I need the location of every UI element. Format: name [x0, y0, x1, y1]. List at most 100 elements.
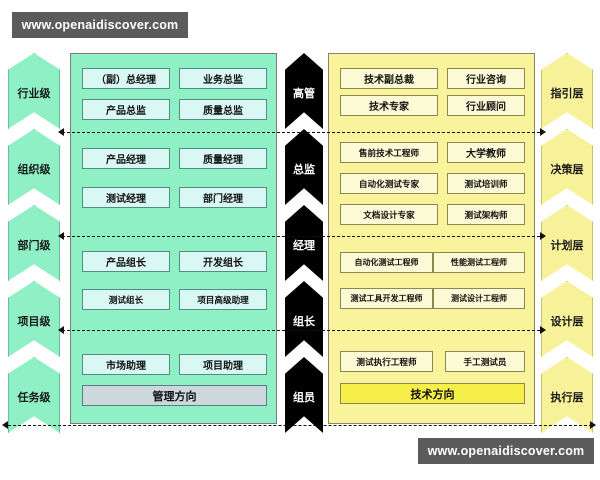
rank-level-ladder: 高管 总监 经理 组长 组员: [285, 53, 323, 433]
role-label: 测试设计工程师: [451, 294, 507, 303]
role-box[interactable]: 行业顾问: [447, 95, 525, 116]
role-label: 自动化测试工程师: [354, 258, 419, 267]
role-box[interactable]: 自动化测试工程师: [340, 252, 433, 273]
scope-level-3[interactable]: 项目级: [8, 281, 60, 357]
role-box[interactable]: 测试培训师: [447, 173, 525, 194]
rank-level-4[interactable]: 组员: [285, 357, 323, 433]
function-layer-1-label: 决策层: [550, 164, 584, 176]
role-box[interactable]: 测试设计工程师: [433, 288, 525, 309]
function-layer-2[interactable]: 计划层: [541, 205, 593, 281]
level-divider-3-arrow-right: [540, 326, 546, 334]
role-label: 行业顾问: [466, 102, 506, 113]
role-label: 自动化测试专家: [358, 178, 420, 189]
role-label: 测试架构师: [464, 209, 508, 220]
technical-direction-label: 技术方向: [410, 388, 455, 401]
role-label: 质量经理: [203, 155, 243, 166]
scope-level-2-label: 部门级: [17, 240, 51, 252]
role-box[interactable]: 质量经理: [179, 148, 267, 169]
role-box[interactable]: 市场助理: [82, 354, 170, 375]
scope-level-3-label: 项目级: [17, 316, 51, 328]
level-divider-1-arrow-left: [58, 128, 64, 136]
role-label: 技术副总裁: [364, 75, 414, 86]
rank-level-3-label: 组长: [293, 316, 315, 328]
bottom-axis-arrow-left: [2, 421, 8, 429]
role-box[interactable]: 项目高级助理: [179, 289, 267, 310]
rank-level-2[interactable]: 经理: [285, 205, 323, 281]
role-box[interactable]: 行业咨询: [447, 68, 525, 89]
scope-level-1-label: 组织级: [17, 164, 51, 176]
role-box[interactable]: 文档设计专家: [340, 204, 438, 225]
role-box[interactable]: 售前技术工程师: [340, 142, 438, 163]
role-box[interactable]: （副）总经理: [82, 68, 170, 89]
scope-level-0-label: 行业级: [17, 88, 51, 100]
rank-level-1[interactable]: 总监: [285, 129, 323, 205]
function-layer-4-label: 执行层: [550, 392, 584, 404]
level-divider-2-arrow-right: [540, 232, 546, 240]
role-label: 性能测试工程师: [451, 258, 507, 267]
function-layer-1[interactable]: 决策层: [541, 129, 593, 205]
role-box[interactable]: 手工测试员: [445, 351, 525, 372]
bottom-span-axis: [8, 425, 592, 426]
role-label: 技术专家: [369, 102, 409, 113]
watermark-top: www.openaidiscover.com: [12, 12, 188, 38]
role-label: 售前技术工程师: [358, 147, 420, 158]
technical-track-panel: 技术副总裁 行业咨询 技术专家 行业顾问 售前技术工程师 大学教师 自动化测试专…: [328, 53, 535, 424]
role-box[interactable]: 产品经理: [82, 148, 170, 169]
role-box[interactable]: 业务总监: [179, 68, 267, 89]
rank-level-0-label: 高管: [293, 88, 315, 100]
role-box[interactable]: 技术专家: [340, 95, 438, 116]
role-box[interactable]: 部门经理: [179, 187, 267, 208]
role-box[interactable]: 自动化测试专家: [340, 173, 438, 194]
role-box[interactable]: 大学教师: [447, 142, 525, 163]
role-label: 质量总监: [203, 106, 243, 117]
role-label: 测试培训师: [464, 178, 508, 189]
function-layer-0-label: 指引层: [550, 88, 584, 100]
role-box[interactable]: 测试架构师: [447, 204, 525, 225]
role-label: 大学教师: [466, 149, 506, 160]
management-direction-label: 管理方向: [152, 390, 197, 403]
scope-level-0[interactable]: 行业级: [8, 53, 60, 129]
role-label: 项目助理: [203, 361, 243, 372]
role-box[interactable]: 产品组长: [82, 251, 170, 272]
role-label: 业务总监: [203, 75, 243, 86]
function-layer-3[interactable]: 设计层: [541, 281, 593, 357]
level-divider-1-arrow-right: [540, 128, 546, 136]
function-layer-3-label: 设计层: [550, 316, 584, 328]
role-label: 产品组长: [106, 258, 146, 269]
role-label: 测试工具开发工程师: [350, 294, 423, 303]
rank-level-0[interactable]: 高管: [285, 53, 323, 129]
function-layer-4[interactable]: 执行层: [541, 357, 593, 433]
technical-direction-bar: 技术方向: [340, 383, 525, 404]
role-box[interactable]: 测试执行工程师: [340, 351, 433, 372]
scope-level-1[interactable]: 组织级: [8, 129, 60, 205]
function-layer-ladder: 指引层 决策层 计划层 设计层 执行层: [541, 53, 593, 433]
rank-level-3[interactable]: 组长: [285, 281, 323, 357]
function-layer-2-label: 计划层: [550, 240, 584, 252]
role-box[interactable]: 技术副总裁: [340, 68, 438, 89]
level-divider-3-arrow-left: [58, 326, 64, 334]
role-label: 市场助理: [106, 361, 146, 372]
scope-level-4[interactable]: 任务级: [8, 357, 60, 433]
role-label: 手工测试员: [463, 356, 507, 367]
bottom-axis-arrow-right: [590, 421, 596, 429]
role-box[interactable]: 质量总监: [179, 99, 267, 120]
role-box[interactable]: 性能测试工程师: [433, 252, 525, 273]
level-divider-1: [62, 132, 540, 133]
level-divider-3: [62, 330, 540, 331]
function-layer-0[interactable]: 指引层: [541, 53, 593, 129]
role-box[interactable]: 测试经理: [82, 187, 170, 208]
level-divider-2-arrow-left: [58, 232, 64, 240]
scope-level-ladder: 行业级 组织级 部门级 项目级 任务级: [8, 53, 60, 433]
role-box[interactable]: 产品总监: [82, 99, 170, 120]
role-label: （副）总经理: [96, 75, 156, 86]
role-box[interactable]: 项目助理: [179, 354, 267, 375]
scope-level-2[interactable]: 部门级: [8, 205, 60, 281]
role-box[interactable]: 开发组长: [179, 251, 267, 272]
role-label: 产品经理: [106, 155, 146, 166]
watermark-bottom: www.openaidiscover.com: [418, 438, 594, 464]
watermark-top-label: www.openaidiscover.com: [21, 18, 179, 32]
role-label: 测试执行工程师: [356, 356, 417, 367]
role-box[interactable]: 测试组长: [82, 289, 170, 310]
role-label: 部门经理: [203, 194, 243, 205]
role-box[interactable]: 测试工具开发工程师: [340, 288, 433, 309]
